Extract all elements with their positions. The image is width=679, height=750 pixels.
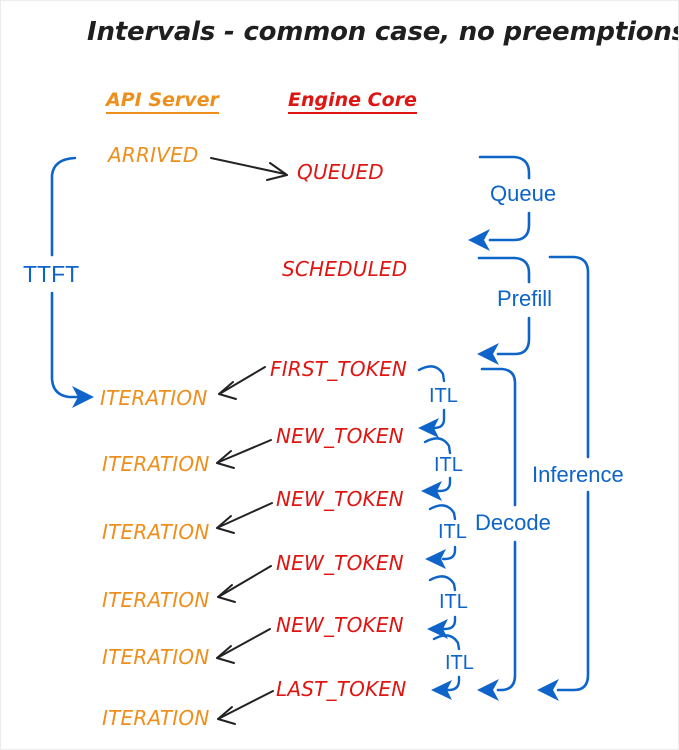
interval-label-itl-3: ITL [438, 521, 467, 543]
column-header-engine-core: Engine Core [288, 90, 417, 114]
itl-arrowhead-2-icon [421, 481, 442, 501]
itl-bracket-2 [423, 437, 452, 493]
diagram-title: Intervals - common case, no preemptions [87, 17, 679, 47]
itl-arrowhead-5-icon [431, 680, 452, 700]
interval-label-itl-2: ITL [434, 454, 463, 476]
event-first-token: FIRST_TOKEN [270, 357, 408, 381]
queue-bracket [478, 155, 531, 242]
interval-label-itl-1: ITL [429, 385, 458, 407]
arrow-new-token-1-to-iteration [216, 439, 272, 469]
interval-label-itl-5: ITL [445, 652, 474, 674]
decode-arrowhead-icon [477, 679, 499, 701]
itl-bracket-1 [417, 365, 446, 430]
event-iteration-6: ITERATION [102, 706, 210, 730]
event-scheduled: SCHEDULED [282, 257, 408, 281]
prefill-bracket [477, 256, 531, 356]
arrow-new-token-2-to-iteration [216, 502, 273, 534]
column-header-api-server: API Server [106, 90, 219, 114]
event-iteration-4: ITERATION [102, 588, 210, 612]
event-arrived: ARRIVED [108, 143, 199, 167]
arrow-new-token-4-to-iteration [216, 628, 271, 664]
event-last-token: LAST_TOKEN [276, 677, 407, 701]
prefill-arrowhead-icon [477, 343, 499, 365]
decode-bracket [480, 367, 517, 692]
itl-arrowhead-3-icon [425, 549, 446, 569]
itl-bracket-4 [428, 575, 457, 631]
interval-label-inference: Inference [532, 462, 624, 487]
event-new-token-3: NEW_TOKEN [276, 551, 404, 575]
arrow-new-token-3-to-iteration [217, 565, 272, 603]
ttft-arrowhead-icon [72, 386, 94, 408]
interval-label-ttft: TTFT [23, 261, 80, 287]
event-queued: QUEUED [297, 160, 384, 184]
interval-label-prefill: Prefill [497, 286, 553, 311]
event-new-token-2: NEW_TOKEN [276, 487, 404, 511]
event-iteration-1: ITERATION [100, 386, 208, 410]
ttft-bracket [50, 156, 80, 399]
interval-label-decode: Decode [475, 510, 551, 535]
queue-arrowhead-icon [468, 229, 490, 251]
arrow-first-token-to-iteration [218, 366, 266, 400]
itl-bracket-3 [428, 504, 457, 561]
arrow-arrived-to-queued [210, 157, 288, 181]
arrow-last-token-to-iteration [217, 690, 274, 725]
interval-label-itl-4: ITL [439, 591, 468, 613]
event-new-token-4: NEW_TOKEN [276, 613, 404, 637]
interval-label-queue: Queue [490, 181, 557, 206]
inference-bracket [548, 255, 590, 692]
event-iteration-5: ITERATION [102, 645, 210, 669]
event-iteration-3: ITERATION [102, 520, 210, 544]
itl-arrowhead-1-icon [418, 418, 439, 438]
itl-arrowhead-4-icon [427, 619, 448, 639]
event-iteration-2: ITERATION [102, 452, 210, 476]
inference-arrowhead-icon [537, 679, 559, 701]
itl-bracket-5 [432, 634, 461, 692]
event-new-token-1: NEW_TOKEN [276, 424, 404, 448]
